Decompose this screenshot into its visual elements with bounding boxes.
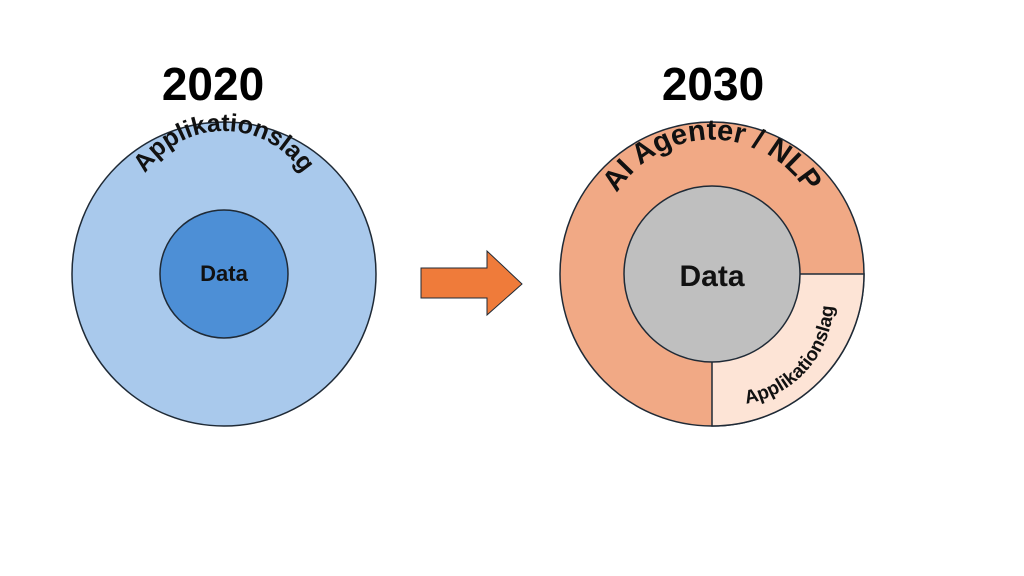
transition-arrow [420,249,523,317]
inner-circle-2030 [623,185,801,363]
data-label-2020: Data [200,261,248,286]
year-2030-label: 2030 [662,58,764,110]
inner-circle-2020 [159,209,289,339]
year-2020-label: 2020 [162,58,264,110]
data-label-2030: Data [679,260,744,293]
